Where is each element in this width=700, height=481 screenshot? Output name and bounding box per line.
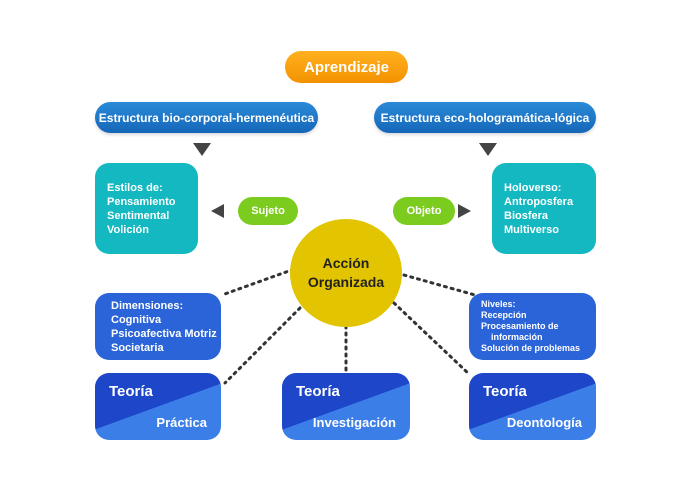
dimensions-item: Psicoafectiva Motriz (111, 327, 217, 340)
structure-right: Estructura eco-hologramática-lógica (374, 102, 596, 133)
theory-subtitle: Investigación (312, 415, 396, 430)
theory-title: Teoría (296, 383, 340, 400)
theory-title: Teoría (483, 383, 527, 400)
levels-box: Niveles: Recepción Procesamiento de info… (469, 293, 596, 360)
levels-item: Recepción (481, 310, 527, 320)
dimensions-header: Dimensiones: (111, 299, 184, 312)
theory-subtitle: Práctica (156, 415, 207, 430)
theory-investigacion: Teoría Investigación (282, 373, 410, 440)
title-aprendizaje: Aprendizaje (285, 51, 408, 83)
arrow-down-right-icon (479, 143, 497, 156)
levels-item: información (491, 332, 543, 342)
center-circle: Acción Organizada (290, 219, 402, 327)
holoverso-header: Holoverso: (504, 181, 562, 194)
dimensions-box: Dimensiones: Cognitiva Psicoafectiva Mot… (95, 293, 221, 360)
dotted-line-deontologia (392, 301, 472, 377)
holoverso-item: Antroposfera (504, 195, 574, 208)
center-line-1: Acción (322, 255, 370, 271)
levels-item: Solución de problemas (481, 343, 581, 353)
theory-title: Teoría (109, 383, 153, 400)
dotted-line-dimensions (220, 265, 302, 297)
arrow-down-left-icon (193, 143, 211, 156)
subject-node: Sujeto (238, 197, 298, 225)
arrow-right-icon (458, 204, 471, 218)
dotted-line-practica (223, 306, 302, 385)
levels-header: Niveles: (481, 299, 516, 309)
structure-left: Estructura bio-corporal-hermenéutica (95, 102, 318, 133)
styles-item: Pensamiento (107, 195, 176, 208)
dotted-line-niveles (402, 273, 477, 297)
levels-item: Procesamiento de (481, 321, 559, 331)
center-line-2: Organizada (307, 274, 385, 290)
styles-header: Estilos de: (107, 181, 163, 194)
holoverso-item: Multiverso (504, 223, 560, 236)
styles-box: Estilos de: Pensamiento Sentimental Voli… (95, 163, 198, 254)
styles-item: Volición (107, 223, 149, 236)
object-node: Objeto (393, 197, 455, 225)
dimensions-item: Societaria (111, 341, 164, 354)
dimensions-item: Cognitiva (111, 313, 162, 326)
holoverso-box: Holoverso: Antroposfera Biosfera Multive… (492, 163, 596, 254)
styles-item: Sentimental (107, 209, 170, 222)
holoverso-item: Biosfera (504, 209, 549, 222)
arrow-left-icon (211, 204, 224, 218)
theory-subtitle: Deontología (506, 415, 582, 430)
theory-deontologia: Teoría Deontología (469, 373, 596, 440)
theory-practica: Teoría Práctica (95, 373, 221, 440)
